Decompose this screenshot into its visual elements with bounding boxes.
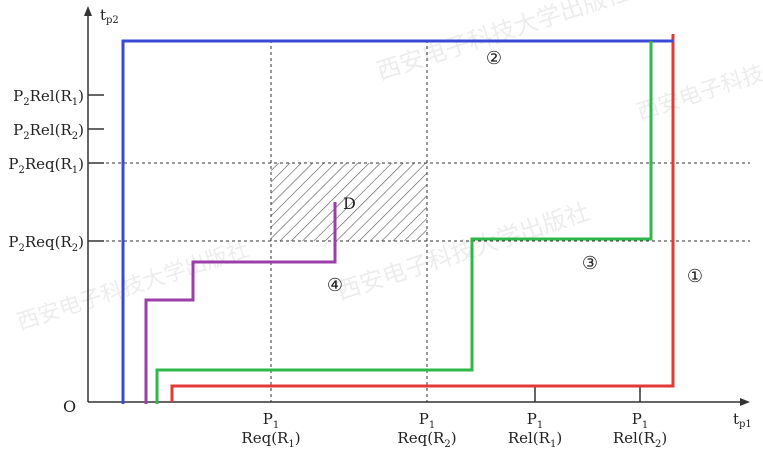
deadlock-point-label: D	[343, 194, 356, 213]
x-tick-label-p1-rel-r2: P1 Rel(R2)	[613, 410, 667, 450]
x-tick-label-top: P1	[632, 410, 648, 431]
path-1	[170, 34, 675, 402]
x-tick-label-top: P1	[263, 410, 279, 431]
x-tick-label-bottom: Rel(R1)	[508, 429, 562, 450]
x-tick-label-bottom: Req(R1)	[241, 429, 300, 450]
path-1-label: ①	[687, 266, 703, 287]
x-tick-label-top: P1	[419, 410, 435, 431]
y-tick-marks	[88, 94, 104, 242]
y-axis-label: tp2	[100, 6, 119, 26]
watermark-text-1: 西安电子科技大学出版社	[373, 0, 633, 86]
path-2-label: ②	[486, 48, 502, 69]
origin-label: O	[63, 397, 76, 416]
y-tick-label-p2-rel-r1: P2Rel(R1)	[13, 87, 84, 108]
x-tick-label-p1-rel-r1: P1 Rel(R1)	[508, 410, 562, 450]
path-2	[121, 39, 673, 404]
path-4-label: ④	[327, 275, 343, 296]
path-3	[155, 41, 653, 404]
y-axis-arrow	[84, 6, 92, 16]
x-tick-label-bottom: Req(R2)	[397, 429, 456, 450]
y-tick-label-p2-req-r1: P2Req(R1)	[8, 155, 84, 176]
x-tick-label-p1-req-r1: P1 Req(R1)	[241, 410, 300, 450]
x-tick-label-top: P1	[527, 410, 543, 431]
y-tick-label-p2-req-r2: P2Req(R2)	[8, 233, 84, 254]
path-3-label: ③	[582, 253, 598, 274]
y-tick-label-p2-rel-r2: P2Rel(R2)	[13, 121, 84, 142]
x-tick-marks	[534, 386, 641, 402]
x-tick-label-p1-req-r2: P1 Req(R2)	[397, 410, 456, 450]
x-tick-label-bottom: Rel(R2)	[613, 429, 667, 450]
x-axis-arrow	[740, 398, 750, 406]
watermark-text-3: 西安电子科技大学出版社	[14, 237, 252, 336]
path-4	[144, 202, 337, 404]
x-axis-label: tp1	[733, 410, 752, 430]
unsafe-region	[271, 163, 427, 241]
guide-lines	[88, 40, 750, 402]
axes	[87, 14, 742, 403]
